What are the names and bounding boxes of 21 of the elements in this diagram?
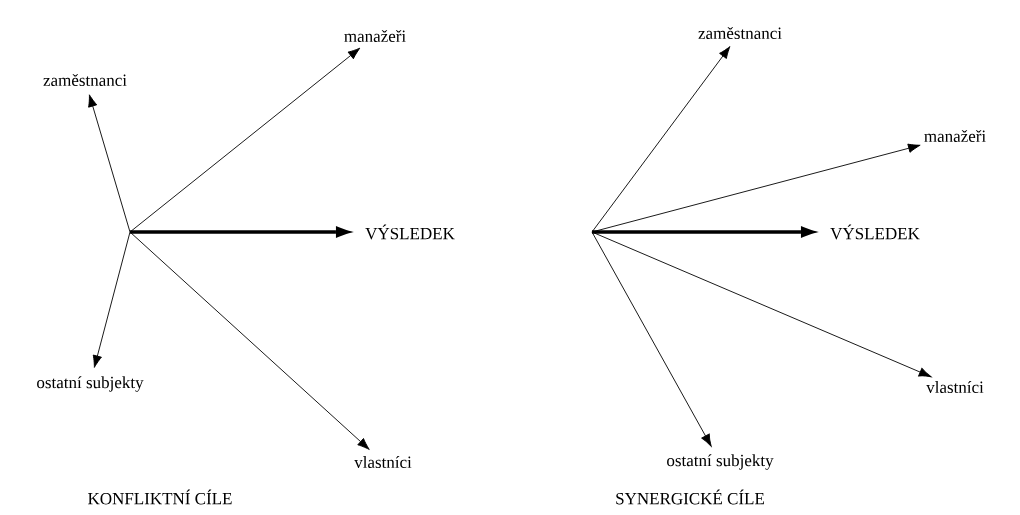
arrow — [591, 46, 731, 233]
node-label: manažeři — [924, 130, 986, 142]
node-label: vlastníci — [354, 456, 412, 468]
arrow — [591, 231, 932, 378]
arrow — [88, 94, 131, 233]
arrow — [129, 231, 370, 450]
node-label: zaměstnanci — [698, 27, 782, 39]
arrow — [92, 231, 131, 368]
node-label: manažeři — [344, 30, 406, 42]
arrow — [130, 226, 354, 238]
node-label: ostatní subjekty — [667, 454, 774, 470]
caption: KONFLIKTNÍ CÍLE — [88, 489, 232, 505]
arrow — [129, 47, 361, 233]
arrow — [592, 226, 819, 238]
node-label: VÝSLEDEK — [365, 224, 455, 240]
arrow — [591, 231, 712, 447]
node-label: VÝSLEDEK — [830, 224, 920, 240]
node-label: vlastníci — [926, 381, 984, 393]
caption: SYNERGICKÉ CÍLE — [616, 489, 764, 505]
node-label: ostatní subjekty — [37, 376, 144, 392]
node-label: zaměstnanci — [43, 74, 127, 86]
